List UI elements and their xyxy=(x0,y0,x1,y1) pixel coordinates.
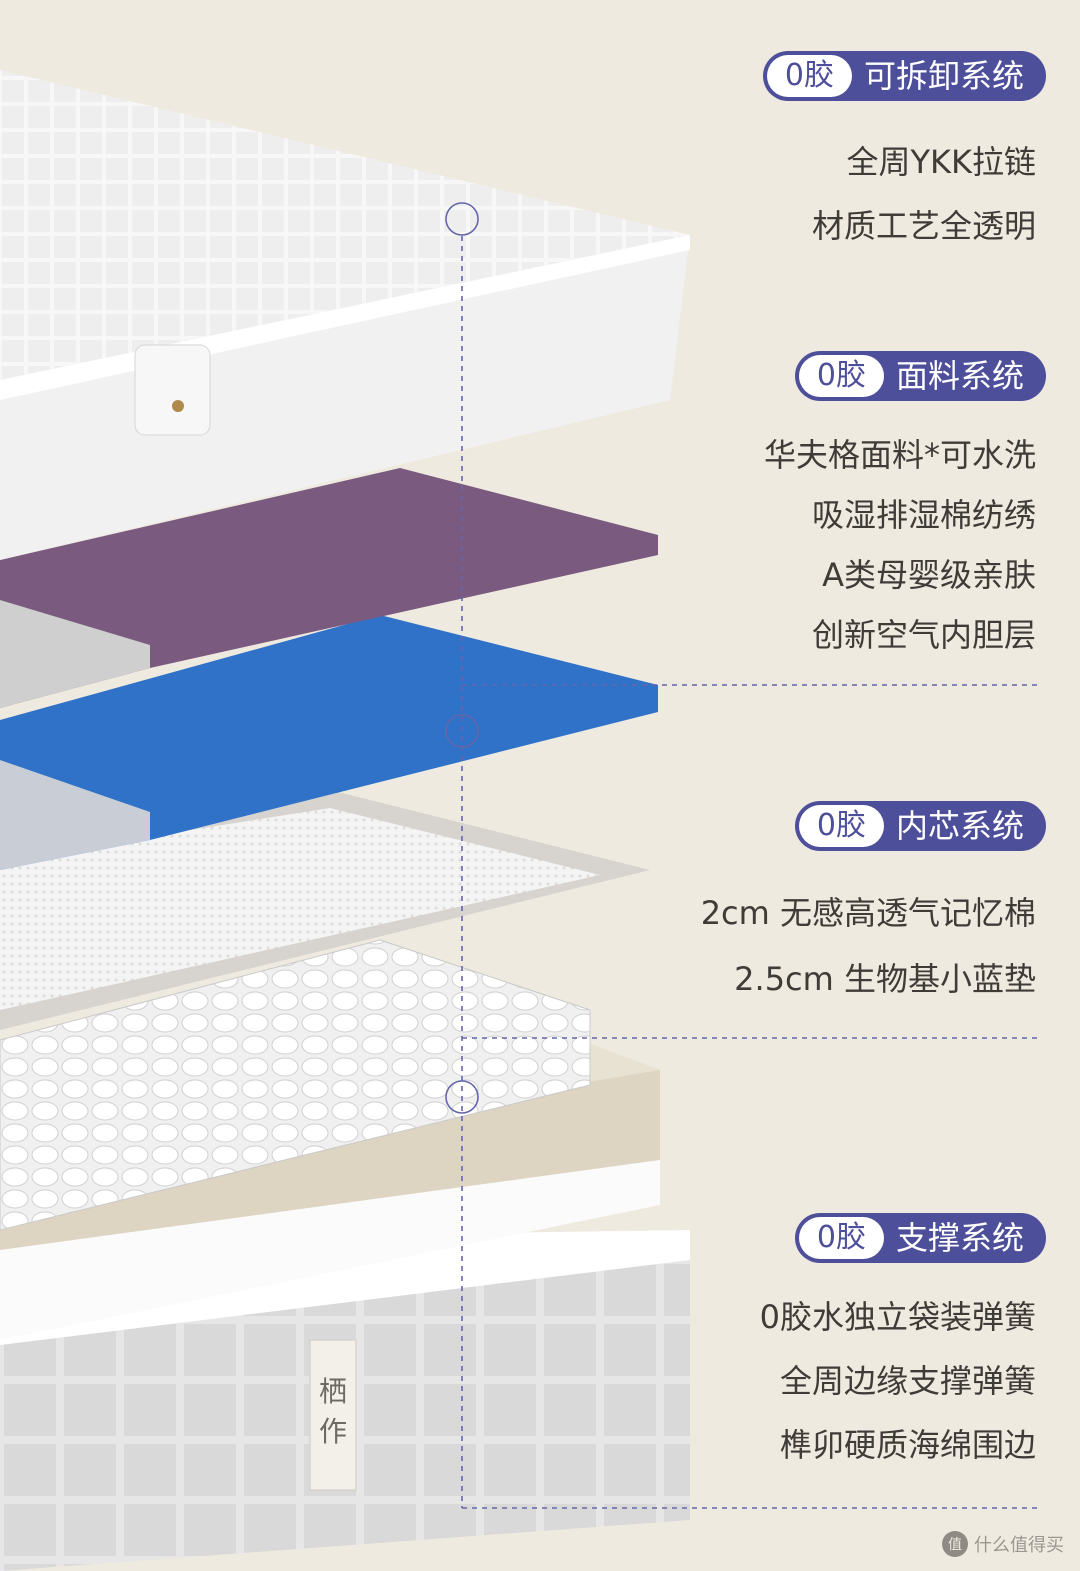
spring-layer xyxy=(0,939,591,1231)
guide-lines xyxy=(445,202,1040,1509)
marker-cover xyxy=(445,202,479,236)
feature-item: 2cm 无感高透气记忆棉 xyxy=(700,894,1036,932)
feature-item: 创新空气内胆层 xyxy=(811,616,1036,654)
feature-item: 材质工艺全透明 xyxy=(811,207,1036,245)
feature-item: 榫卯硬质海绵围边 xyxy=(779,1426,1036,1464)
badge-pill: 0胶 xyxy=(798,1217,884,1259)
section-title: 可拆卸系统 xyxy=(863,57,1024,95)
badge-pill: 0胶 xyxy=(798,805,884,847)
purple-layer xyxy=(0,468,658,708)
mesh-layer xyxy=(0,790,650,1030)
section-badge-detachable: 0胶 可拆卸系统 xyxy=(762,51,1046,101)
section-badge-support: 0胶 支撑系统 xyxy=(794,1213,1046,1263)
watermark: 值 什么值得买 xyxy=(942,1531,1064,1557)
section-badge-core: 0胶 内芯系统 xyxy=(794,801,1046,851)
feature-list-detachable: 全周YKK拉链 材质工艺全透明 xyxy=(812,130,1036,258)
feature-item: 全周YKK拉链 xyxy=(846,143,1036,181)
marker-support xyxy=(445,1080,479,1114)
watermark-text: 什么值得买 xyxy=(974,1535,1064,1556)
watermark-logo-icon: 值 xyxy=(942,1531,968,1557)
badge-pill: 0胶 xyxy=(798,355,884,397)
feature-item: 2.5cm 生物基小蓝垫 xyxy=(734,960,1036,998)
section-badge-fabric: 0胶 面料系统 xyxy=(794,351,1046,401)
feature-item: A类母婴级亲肤 xyxy=(822,556,1036,594)
top-cover-layer xyxy=(0,70,690,560)
blue-foam-layer xyxy=(0,615,658,870)
section-title: 面料系统 xyxy=(895,357,1024,395)
feature-item: 吸湿排湿棉纺绣 xyxy=(811,496,1036,534)
feature-list-support: 0胶水独立袋装弹簧 全周边缘支撑弹簧 榫卯硬质海绵围边 xyxy=(760,1285,1036,1477)
feature-item: 0胶水独立袋装弹簧 xyxy=(759,1298,1036,1336)
badge-pill: 0胶 xyxy=(766,55,852,97)
feature-item: 全周边缘支撑弹簧 xyxy=(779,1362,1036,1400)
feature-item: 华夫格面料*可水洗 xyxy=(763,436,1036,474)
section-title: 内芯系统 xyxy=(895,807,1024,845)
marker-core xyxy=(445,714,479,748)
feature-list-core: 2cm 无感高透气记忆棉 2.5cm 生物基小蓝垫 xyxy=(701,880,1036,1012)
mattress-brand-label: 栖作 xyxy=(318,1375,347,1448)
section-title: 支撑系统 xyxy=(895,1219,1024,1257)
feature-list-fabric: 华夫格面料*可水洗 吸湿排湿棉纺绣 A类母婴级亲肤 创新空气内胆层 xyxy=(764,425,1036,665)
